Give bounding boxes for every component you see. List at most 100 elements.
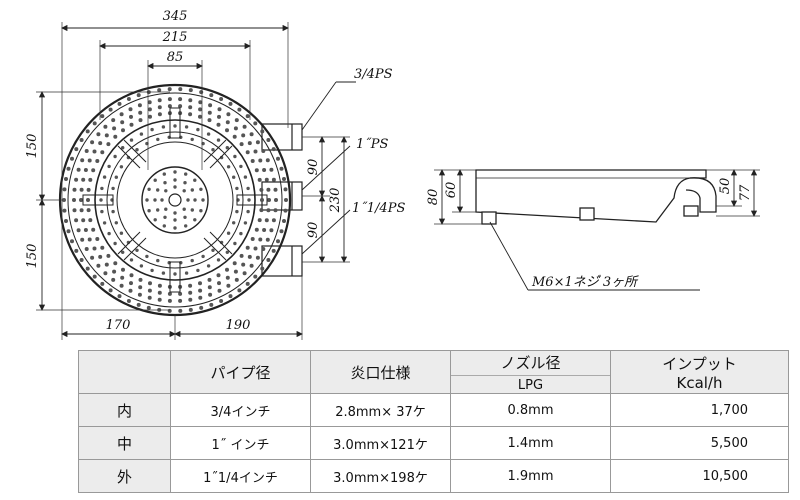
port-hole (249, 263, 254, 268)
port-hole (254, 227, 259, 232)
port-hole (76, 167, 81, 172)
port-hole (76, 228, 81, 233)
cell-nozzle: 0.8mm (450, 393, 611, 427)
port-hole (81, 177, 86, 182)
col-header-pipe: パイプ径 (170, 350, 311, 394)
port-hole (96, 132, 101, 137)
port-hole (264, 177, 269, 182)
port-hole (136, 302, 141, 307)
port-hole (261, 149, 266, 153)
burner-side-view (475, 169, 717, 225)
cell-input: 5,500 (610, 426, 789, 460)
dim-side-right-inner: 50 (718, 178, 733, 195)
cell-pipe: 3/4インチ (170, 393, 311, 427)
port-hole (273, 208, 278, 213)
port-hole (126, 299, 131, 303)
port-hole (83, 168, 88, 172)
port-hole (138, 277, 143, 282)
port-hole (64, 177, 68, 181)
port-hole (246, 209, 250, 214)
port-hole (145, 254, 149, 259)
port-hole (233, 269, 238, 274)
dim-left-part: 170 (106, 318, 131, 333)
port-hole (193, 218, 197, 222)
port-hole (173, 218, 177, 222)
port-hole (271, 218, 276, 223)
port-hole (106, 253, 111, 258)
port-hole (145, 198, 149, 202)
port-hole (283, 208, 288, 213)
port-hole (188, 283, 193, 288)
port-hole (266, 187, 271, 192)
port-hole (245, 114, 250, 119)
port-hole (150, 268, 154, 273)
port-hole (217, 281, 221, 286)
port-hole (188, 112, 193, 117)
port-hole (138, 285, 143, 290)
port-hole (164, 189, 168, 193)
dim-port-spacing-1: 90 (306, 159, 321, 176)
cell-port: 3.0mm×121ケ (310, 426, 451, 460)
port-hole (74, 147, 79, 152)
port-hole (199, 90, 204, 95)
port-hole (178, 87, 183, 92)
cell-input: 1,700 (610, 393, 789, 427)
port-hole (147, 295, 152, 300)
port-hole (255, 140, 260, 145)
dim-port-span: 230 (328, 188, 343, 214)
port-hole (74, 218, 79, 223)
port-hole (139, 264, 144, 268)
port-hole (111, 186, 115, 191)
port-hole (190, 188, 194, 192)
port-hole (258, 237, 263, 242)
inner-burner-ring (141, 166, 209, 234)
port-hole (84, 149, 89, 153)
port-hole (247, 254, 252, 259)
port-hole (235, 186, 239, 191)
port-hole (111, 277, 116, 282)
port-hole (79, 198, 83, 202)
port-hole (283, 187, 288, 192)
port-hole (117, 294, 122, 299)
port-hole (225, 120, 230, 125)
port-hole (157, 105, 162, 110)
port-hole (198, 295, 203, 300)
port-hole (173, 272, 177, 276)
port-hole (157, 290, 162, 295)
port-hole (129, 258, 134, 262)
port-hole (239, 231, 243, 236)
port-hole (216, 273, 221, 278)
port-hole (160, 198, 164, 202)
port-hole (209, 302, 214, 307)
port-hole (190, 208, 194, 212)
port-hole (138, 110, 143, 115)
port-hole (91, 168, 96, 173)
port-hole (113, 261, 118, 266)
port-hole (188, 98, 193, 103)
port-hole (90, 255, 95, 260)
port-hole (157, 98, 162, 103)
port-hole (188, 297, 193, 302)
port-hole (253, 246, 258, 251)
cell-port: 3.0mm×198ケ (310, 459, 451, 493)
port-hole (274, 198, 278, 202)
port-hole (216, 258, 221, 262)
middle-burner-ring (94, 119, 256, 281)
port-hole (243, 221, 248, 225)
port-hole (262, 228, 267, 232)
dim-inner-ring: 85 (167, 50, 184, 65)
port-hole (128, 107, 133, 112)
port-hole (246, 186, 250, 191)
port-hole (100, 245, 105, 250)
row-label: 外 (78, 459, 171, 493)
port-hole (207, 118, 212, 123)
port-hole (95, 159, 100, 163)
port-hole (137, 292, 142, 297)
dim-middle-ring: 215 (162, 30, 188, 45)
port-hole (190, 258, 194, 263)
port-hole (114, 175, 119, 179)
port-hole (235, 209, 239, 214)
port-hole (98, 141, 103, 146)
port-hole (225, 275, 230, 280)
port-hole (157, 297, 162, 302)
